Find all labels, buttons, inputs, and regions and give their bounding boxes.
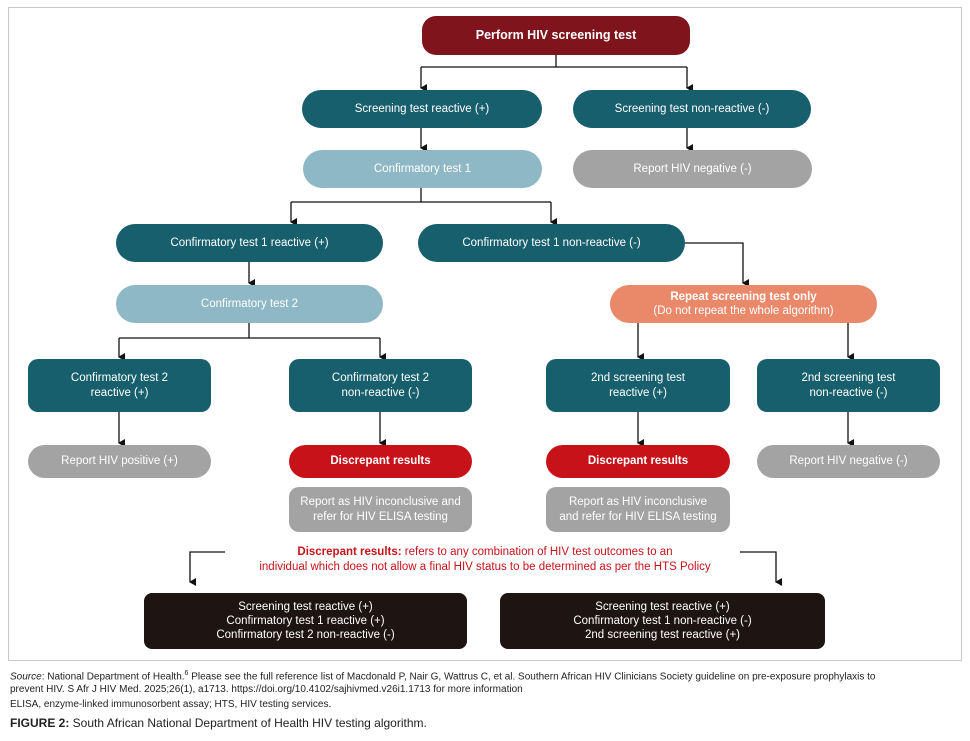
source-ref: 6 xyxy=(184,670,189,677)
node-label: Confirmatory test 2 xyxy=(331,371,430,384)
combo-line: Confirmatory test 1 non-reactive (-) xyxy=(573,615,752,627)
source-line-2: prevent HIV. S Afr J HIV Med. 2025;26(1)… xyxy=(10,684,523,696)
node-label: Confirmatory test 1 non-reactive (-) xyxy=(462,236,641,249)
connector xyxy=(189,551,225,586)
node-label: Discrepant results xyxy=(330,455,431,467)
node-label: non-reactive (-) xyxy=(341,386,420,399)
node-label: Screening test reactive (+) xyxy=(354,102,490,115)
report-positive-node: Report HIV positive (+) xyxy=(28,445,211,478)
node-label: Report HIV negative (-) xyxy=(633,162,752,175)
confirmatory-2-nonreactive-node: Confirmatory test 2 non-reactive (-) xyxy=(289,359,472,412)
connector xyxy=(119,323,380,339)
node-label: Report HIV positive (+) xyxy=(61,455,178,467)
connector xyxy=(421,55,687,68)
node-label: Report as HIV inconclusive and xyxy=(300,495,461,508)
connector xyxy=(685,242,749,287)
combo-line: Screening test reactive (+) xyxy=(238,601,373,613)
second-screening-reactive-node: 2nd screening test reactive (+) xyxy=(546,359,730,412)
combo-line: 2nd screening test reactive (+) xyxy=(584,629,740,641)
node-label: reactive (+) xyxy=(90,386,149,399)
discrepant-left-node: Discrepant results xyxy=(289,445,472,478)
source-line-1: Source: National Department of Health.6 … xyxy=(10,667,960,683)
inconclusive-right-node: Report as HIV inconclusive and refer for… xyxy=(546,487,730,532)
confirmatory-1-reactive-node: Confirmatory test 1 reactive (+) xyxy=(116,224,383,262)
node-label: and refer for HIV ELISA testing xyxy=(559,510,717,523)
node-sublabel: (Do not repeat the whole algorithm) xyxy=(653,305,834,317)
confirmatory-2-reactive-node: Confirmatory test 2 reactive (+) xyxy=(28,359,211,412)
screening-reactive-node: Screening test reactive (+) xyxy=(302,90,542,128)
node-label: non-reactive (-) xyxy=(809,386,888,399)
connector xyxy=(291,188,551,203)
inconclusive-left-node: Report as HIV inconclusive and refer for… xyxy=(289,487,472,532)
combination-left-box: Screening test reactive (+) Confirmatory… xyxy=(144,593,467,649)
node-label: reactive (+) xyxy=(609,386,667,399)
source-note: Source: National Department of Health.6 … xyxy=(10,667,960,696)
source-label: Source xyxy=(10,671,42,683)
source-rest: Please see the full reference list of Ma… xyxy=(188,671,876,683)
figure-frame xyxy=(8,7,962,661)
node-label: Repeat screening test only xyxy=(670,291,817,303)
node-label: Report as HIV inconclusive xyxy=(568,495,708,508)
caption-text: South African National Department of Hea… xyxy=(69,716,427,730)
note-line-1: Discrepant results: refers to any combin… xyxy=(230,545,740,560)
repeat-screening-node: Repeat screening test only (Do not repea… xyxy=(610,285,877,323)
connector xyxy=(740,551,782,586)
node-label: Perform HIV screening test xyxy=(475,28,637,42)
combo-line: Confirmatory test 1 reactive (+) xyxy=(226,615,385,627)
note-text: refers to any combination of HIV test ou… xyxy=(401,546,673,558)
report-negative-node: Report HIV negative (-) xyxy=(573,150,812,188)
source-text: : National Department of Health. xyxy=(41,671,185,683)
node-label: Confirmatory test 1 xyxy=(373,162,472,175)
node-label: 2nd screening test xyxy=(591,371,685,384)
combo-line: Screening test reactive (+) xyxy=(595,601,730,613)
abbreviations: ELISA, enzyme-linked immunosorbent assay… xyxy=(10,699,332,710)
caption-label: FIGURE 2: xyxy=(10,716,70,730)
screening-nonreactive-node: Screening test non-reactive (-) xyxy=(573,90,811,128)
report-negative-2-node: Report HIV negative (-) xyxy=(757,445,940,478)
node-label: Confirmatory test 1 reactive (+) xyxy=(170,236,329,249)
node-label: refer for HIV ELISA testing xyxy=(313,510,448,523)
node-label: Screening test non-reactive (-) xyxy=(614,102,770,115)
perform-screening-node: Perform HIV screening test xyxy=(422,16,690,55)
confirmatory-1-nonreactive-node: Confirmatory test 1 non-reactive (-) xyxy=(418,224,685,262)
combo-line: Confirmatory test 2 non-reactive (-) xyxy=(216,629,395,641)
node-label: Confirmatory test 2 xyxy=(200,297,299,310)
second-screening-nonreactive-node: 2nd screening test non-reactive (-) xyxy=(757,359,940,412)
node-label: 2nd screening test xyxy=(801,371,896,384)
node-label: Report HIV negative (-) xyxy=(789,455,908,467)
node-label: Discrepant results xyxy=(587,455,689,467)
note-line-2: individual which does not allow a final … xyxy=(259,561,711,573)
combination-right-box: Screening test reactive (+) Confirmatory… xyxy=(500,593,825,649)
discrepant-definition-note: Discrepant results: refers to any combin… xyxy=(230,545,740,575)
confirmatory-test-2-node: Confirmatory test 2 xyxy=(116,285,383,323)
discrepant-right-node: Discrepant results xyxy=(546,445,730,478)
node-label: Confirmatory test 2 xyxy=(70,371,169,384)
confirmatory-test-1-node: Confirmatory test 1 xyxy=(303,150,542,188)
figure-caption: FIGURE 2: South African National Departm… xyxy=(10,716,427,730)
note-term: Discrepant results: xyxy=(297,546,402,558)
